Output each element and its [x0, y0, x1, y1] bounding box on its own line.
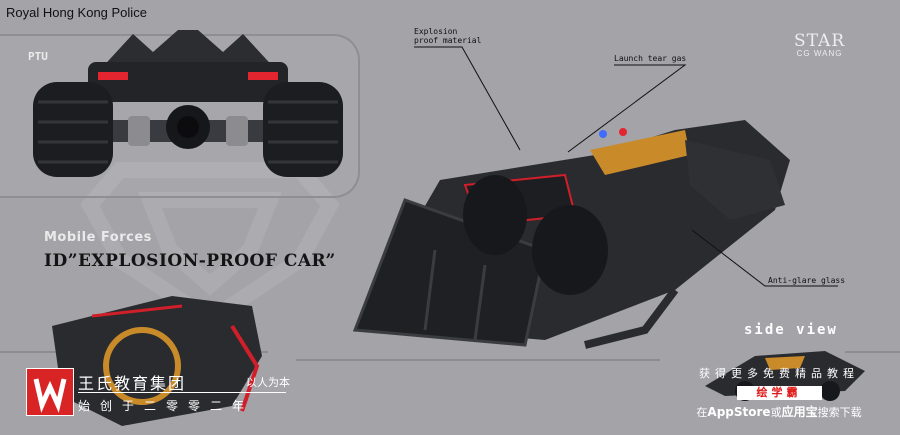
promo-prefix: 在 [696, 406, 708, 419]
promo-suffix: 搜索下载 [817, 406, 862, 419]
promo-store-appstore: AppStore [707, 405, 771, 419]
page-title: Royal Hong Kong Police [6, 5, 147, 20]
callout-tear-gas: Launch tear gas [614, 54, 687, 63]
watermark: 王氏教育集团 以人为本 始创于二零零二年 [26, 368, 290, 420]
promo-block: 获得更多免费精品教程 绘学霸 在AppStore或应用宝搜索下载 [672, 365, 886, 420]
watermark-divider [78, 392, 286, 393]
promo-store-yingyongbao: 应用宝 [781, 405, 818, 419]
callout-anti-glare: Anti-glare glass [768, 276, 846, 285]
w-logo-glyph-icon [33, 378, 67, 413]
callout-explosion-line2: proof material [414, 36, 482, 45]
w-logo-icon [26, 368, 74, 416]
brand-subtitle: CG WANG [796, 49, 843, 58]
promo-headline: 获得更多免费精品教程 [699, 367, 859, 380]
top-view-vehicle [52, 296, 262, 426]
side-view-vehicle [705, 351, 865, 401]
callout-explosion-line1: Explosion [414, 27, 458, 36]
vehicle-title: ID”EXPLOSION-PROOF CAR” [44, 251, 336, 271]
front-view-label: PTU [28, 50, 48, 63]
category-title: Mobile Forces [44, 230, 152, 245]
front-view-vehicle [33, 30, 343, 177]
brand-mark: STAR CG WANG [794, 32, 845, 58]
brand-name: STAR [794, 31, 846, 51]
promo-download-line: 在AppStore或应用宝搜索下载 [672, 403, 886, 420]
watermark-founded: 始创于二零零二年 [78, 399, 255, 413]
watermark-motto: 以人为本 [246, 376, 290, 389]
callout-explosion-proof: Explosion proof material [414, 27, 481, 45]
promo-or: 或 [770, 406, 782, 419]
side-view-label: side view [744, 322, 838, 338]
promo-app-badge: 绘学霸 [736, 386, 822, 400]
main-vehicle [352, 120, 790, 349]
watermark-org-name: 王氏教育集团 [78, 374, 187, 393]
